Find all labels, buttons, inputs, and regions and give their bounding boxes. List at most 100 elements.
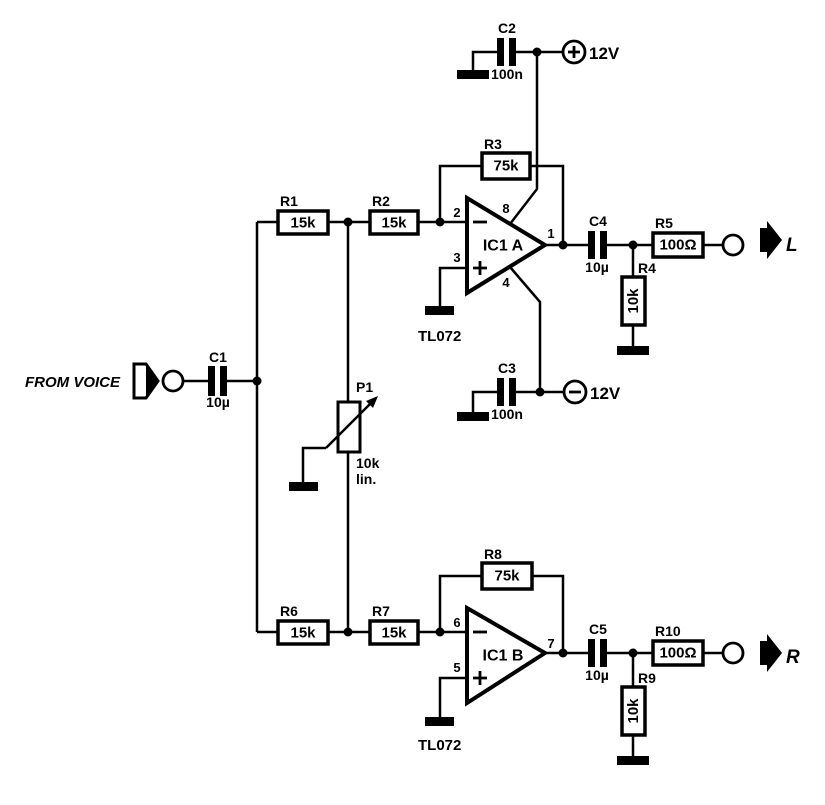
capacitor-plate <box>588 639 595 667</box>
potentiometer-taper: lin. <box>356 471 376 487</box>
capacitor-value: 100n <box>491 406 523 422</box>
capacitor-plate <box>509 378 516 406</box>
capacitor-plate <box>208 366 215 396</box>
capacitor-ref: C3 <box>498 360 516 376</box>
capacitor-value: 10µ <box>206 394 230 410</box>
resistor-body <box>368 619 420 646</box>
opamp-ic1b: IC1 B 6 5 7 TL072 <box>418 604 555 754</box>
capacitor-value: 100n <box>491 66 523 82</box>
capacitor-c5: C5 10µ <box>585 621 609 683</box>
input-terminal <box>161 369 185 393</box>
junction-dot <box>532 47 542 57</box>
resistor-body <box>651 639 705 667</box>
capacitor-c4: C4 10µ <box>585 213 609 275</box>
supply-voltage-label: 12V <box>590 384 621 403</box>
right-channel: R6 15k R7 15k R8 75k IC1 B 6 5 7 TL072 <box>257 546 800 765</box>
opamp-name: IC1 B <box>483 648 524 665</box>
resistor-ref: R9 <box>638 670 656 686</box>
pin-number-noninverting: 3 <box>453 250 460 265</box>
capacitor-ref: C1 <box>209 349 227 365</box>
capacitor-ref: C2 <box>498 20 516 36</box>
resistor-value: 100Ω <box>659 645 696 662</box>
resistor-body <box>480 151 532 181</box>
opamp-part-number: TL072 <box>418 328 461 345</box>
input-arrowhead-icon <box>146 366 158 396</box>
resistor-ref: R7 <box>372 603 390 619</box>
resistor-r7: R7 15k <box>368 603 420 646</box>
resistor-ref: R4 <box>638 260 656 276</box>
resistor-r4: 10k R4 <box>617 245 656 355</box>
input-stage: FROM VOICE C1 10µ <box>25 349 262 410</box>
resistor-ref: R6 <box>280 603 298 619</box>
supply-voltage-label: 12V <box>589 44 620 63</box>
wire <box>509 52 539 225</box>
ground-icon <box>425 306 454 315</box>
resistor-r2: R2 15k <box>368 193 420 236</box>
output-arrow-icon <box>760 634 782 672</box>
ground-icon <box>617 346 649 355</box>
resistor-value: 15k <box>290 215 316 232</box>
supply-negative: C3 100n 12V <box>457 360 621 422</box>
noninverting-input-icon <box>473 671 487 685</box>
capacitor-c1: C1 10µ <box>206 349 230 410</box>
pin-number-vplus: 8 <box>502 201 509 216</box>
resistor-value: 15k <box>290 625 316 642</box>
resistor-r5: R5 100Ω <box>651 215 705 259</box>
pan-potentiometer: P1 10k lin. <box>289 222 380 632</box>
junction-dot <box>343 217 353 227</box>
capacitor-plate <box>220 366 227 396</box>
plus-icon <box>568 46 580 58</box>
resistor-body <box>480 561 534 591</box>
resistor-value: 15k <box>381 215 407 232</box>
capacitor-plate <box>497 38 504 66</box>
pin-number-output: 1 <box>547 226 554 241</box>
capacitor-ref: C5 <box>589 621 607 637</box>
pin-number-output: 7 <box>547 636 554 651</box>
resistor-value: 75k <box>494 568 520 585</box>
ground-icon <box>457 70 489 79</box>
opamp-part-number: TL072 <box>418 737 461 754</box>
capacitor-ref: C4 <box>589 213 607 229</box>
resistor-body <box>620 685 647 737</box>
resistor-r3: R3 75k <box>480 136 532 181</box>
ground-icon <box>289 482 318 491</box>
capacitor-plate <box>600 231 607 259</box>
resistor-body <box>620 275 647 327</box>
wire <box>438 574 565 653</box>
resistor-value: 100Ω <box>659 237 696 254</box>
resistor-ref: R3 <box>484 136 502 152</box>
left-output-terminal <box>721 233 745 257</box>
junction-dot <box>535 387 545 397</box>
capacitor-c2: C2 100n <box>491 20 523 82</box>
resistor-value: 10k <box>625 288 642 314</box>
wire <box>509 266 542 392</box>
pin-number-inverting: 2 <box>453 205 460 220</box>
resistor-r8: R8 75k <box>480 546 534 591</box>
ground-icon <box>617 756 649 765</box>
left-output-label: L <box>786 235 798 256</box>
resistor-value: 15k <box>381 625 407 642</box>
wire <box>438 164 565 245</box>
capacitor-plate <box>497 378 504 406</box>
capacitor-value: 10µ <box>585 259 609 275</box>
resistor-ref: R8 <box>484 546 502 562</box>
resistor-body <box>276 209 330 236</box>
arrowhead-icon <box>366 396 378 408</box>
junction-dot <box>558 240 568 250</box>
right-output-label: R <box>786 647 800 668</box>
opamp-name: IC1 A <box>483 238 524 255</box>
right-output-terminal <box>721 641 745 665</box>
resistor-r10: R10 100Ω <box>651 623 705 667</box>
pin-number-noninverting: 5 <box>453 660 460 675</box>
ground-icon <box>457 412 489 421</box>
resistor-ref: R1 <box>280 193 298 209</box>
resistor-ref: R10 <box>655 623 681 639</box>
resistor-body <box>651 231 705 259</box>
resistor-ref: R2 <box>372 193 390 209</box>
resistor-r6: R6 15k <box>276 603 330 646</box>
resistor-body <box>368 209 420 236</box>
potentiometer-value: 10k <box>356 455 380 471</box>
resistor-body <box>276 619 330 646</box>
